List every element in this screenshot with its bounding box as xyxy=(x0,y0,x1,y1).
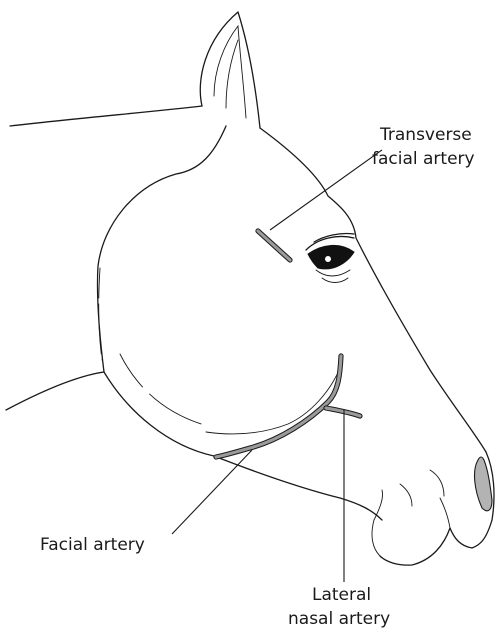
label-transverse-line2: facial artery xyxy=(372,149,475,169)
cheek-jowl-outline xyxy=(97,126,226,372)
chin-line xyxy=(372,490,383,556)
jowl-inner-line-2 xyxy=(206,368,340,434)
label-lateral-line2: nasal artery xyxy=(288,609,390,629)
lower-neck-outline xyxy=(6,372,104,410)
leader-transverse xyxy=(270,150,382,230)
face-profile-outline xyxy=(260,128,486,452)
muzzle-wrinkle-1 xyxy=(430,470,444,496)
neck-crest-outline xyxy=(10,106,202,126)
label-transverse-line1: Transverse xyxy=(379,125,472,145)
ear-outline xyxy=(200,12,260,128)
jowl-inner-line xyxy=(120,354,208,426)
ear-inner-line xyxy=(214,26,246,118)
muzzle-wrinkle-2 xyxy=(400,484,412,506)
eye-shape xyxy=(308,245,354,268)
jowl-bottom-outline xyxy=(104,372,214,456)
transverse-facial-artery-fill xyxy=(258,231,290,260)
ear-inner-line-2 xyxy=(226,40,238,108)
jaw-underline-outline xyxy=(214,456,382,520)
nostril-shape xyxy=(475,457,492,511)
eye-highlight xyxy=(325,256,331,262)
label-lateral-line1: Lateral xyxy=(312,585,371,605)
upper-lip-line xyxy=(440,498,450,528)
eye-lower-lid-line-2 xyxy=(322,278,348,283)
label-facial-artery: Facial artery xyxy=(40,535,145,555)
facial-artery-fill xyxy=(216,356,341,457)
leader-facial xyxy=(172,450,252,534)
eye-lower-lid-line xyxy=(316,270,350,276)
